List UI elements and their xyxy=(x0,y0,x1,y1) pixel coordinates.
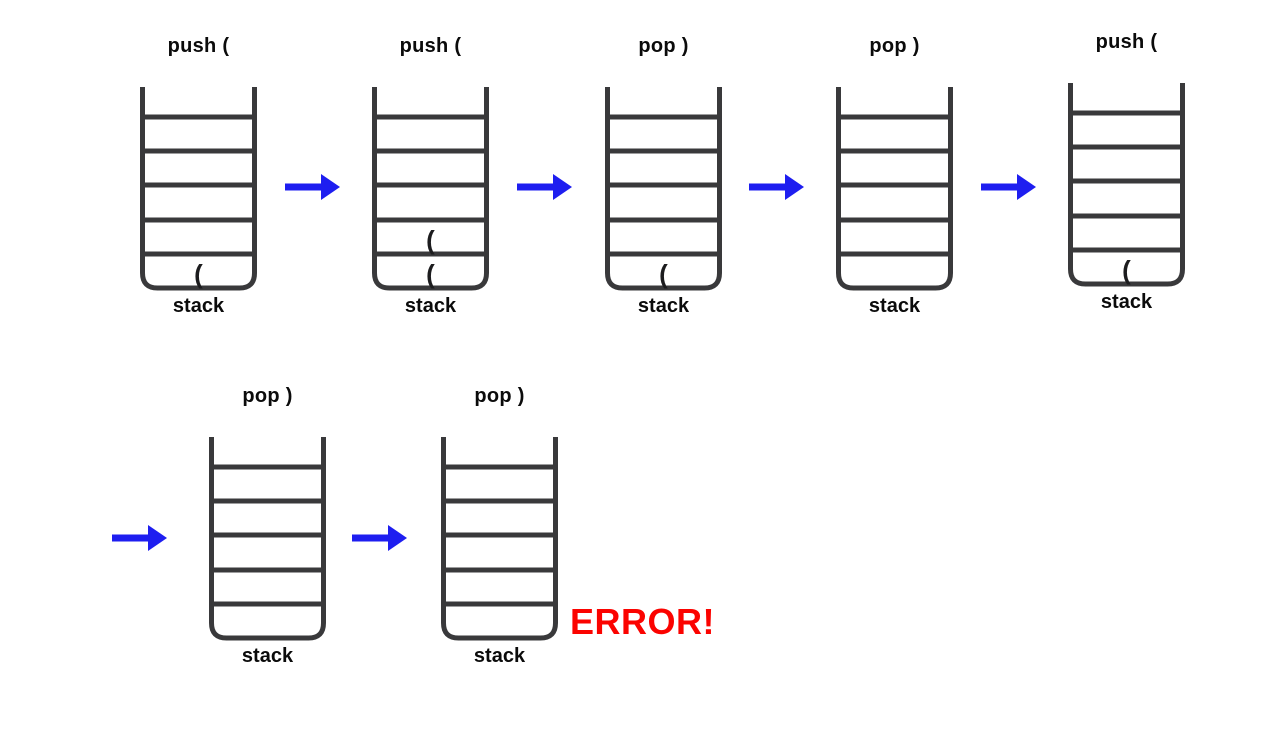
stack-caption: stack xyxy=(404,295,457,317)
arrow-head xyxy=(388,525,407,551)
stack-figure xyxy=(209,437,326,641)
arrow-head xyxy=(553,174,572,200)
stack-outline xyxy=(140,87,257,291)
stack-outline xyxy=(836,87,953,291)
error-label: ERROR! xyxy=(570,601,715,642)
stack-cell-value: ( xyxy=(426,259,435,289)
flow-arrow-icon xyxy=(981,174,1036,200)
flow-arrow-icon xyxy=(112,525,167,551)
arrow-head xyxy=(321,174,340,200)
stack-outline xyxy=(1068,83,1185,287)
flow-arrow-icon xyxy=(517,174,572,200)
stack-figure: (( xyxy=(372,87,489,291)
arrow-head xyxy=(785,174,804,200)
stack-figure: ( xyxy=(605,87,722,291)
stack-caption: stack xyxy=(637,295,690,317)
stack-caption: stack xyxy=(1100,291,1153,313)
operation-label: pop ) xyxy=(242,385,293,407)
arrow-head xyxy=(1017,174,1036,200)
operation-label: push ( xyxy=(167,35,230,57)
operation-label: pop ) xyxy=(869,35,920,57)
stack-figure xyxy=(836,87,953,291)
stack-caption: stack xyxy=(241,645,294,667)
operation-label: push ( xyxy=(399,35,462,57)
stack-outline xyxy=(605,87,722,291)
stack-cell-value: ( xyxy=(426,225,435,255)
stack-cell-value: ( xyxy=(659,259,668,289)
operation-label: pop ) xyxy=(474,385,525,407)
stack-caption: stack xyxy=(172,295,225,317)
flow-arrow-icon xyxy=(285,174,340,200)
arrow-head xyxy=(148,525,167,551)
stack-cell-value: ( xyxy=(194,259,203,289)
stack-outline xyxy=(441,437,558,641)
flow-arrow-icon xyxy=(749,174,804,200)
stack-cell-value: ( xyxy=(1122,255,1131,285)
operation-label: pop ) xyxy=(638,35,689,57)
flow-arrow-icon xyxy=(352,525,407,551)
stack-caption: stack xyxy=(473,645,526,667)
stack-outline xyxy=(372,87,489,291)
stack-outline xyxy=(209,437,326,641)
stack-figure: ( xyxy=(1068,83,1185,287)
stack-figure xyxy=(441,437,558,641)
stack-figure: ( xyxy=(140,87,257,291)
stack-caption: stack xyxy=(868,295,921,317)
operation-label: push ( xyxy=(1095,31,1158,53)
